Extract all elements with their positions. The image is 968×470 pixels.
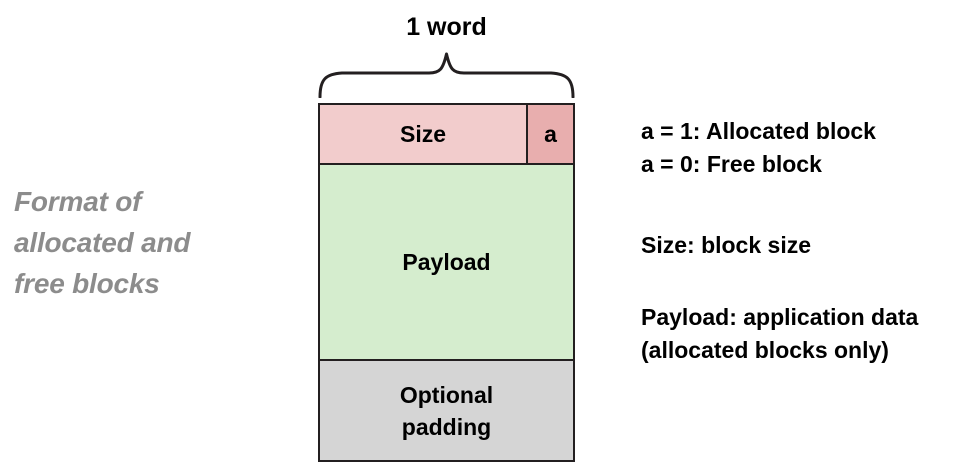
note-payload-line-1: Payload: application data (641, 304, 919, 330)
note-alloc-flag-line-1: a = 1: Allocated block (641, 118, 876, 144)
note-payload: Payload: application data (allocated blo… (641, 301, 918, 367)
block-padding-label-line-2: padding (401, 413, 492, 440)
note-size: Size: block size (641, 229, 811, 262)
block-header-row: Size a (320, 105, 573, 165)
format-caption-line-3: free blocks (14, 268, 160, 299)
format-caption-line-1: Format of (14, 186, 142, 217)
block-padding-field: Optional padding (320, 361, 573, 460)
curly-brace-up-icon (316, 52, 577, 98)
block-size-label: Size (399, 120, 447, 147)
note-size-line-1: Size: block size (641, 232, 812, 258)
word-width-label: 1 word (406, 13, 487, 41)
block-padding-label-line-1: Optional (399, 381, 494, 408)
block-payload-label: Payload (402, 248, 491, 275)
note-alloc-flag-line-2: a = 0: Free block (641, 151, 822, 177)
block-alloc-flag-field: a (528, 105, 573, 163)
block-alloc-flag-label: a (544, 120, 557, 147)
block-payload-field: Payload (320, 165, 573, 361)
format-caption: Format of allocated and free blocks (14, 181, 284, 304)
note-payload-line-2: (allocated blocks only) (641, 337, 889, 363)
block-size-field: Size (320, 105, 528, 163)
format-caption-line-2: allocated and (14, 227, 191, 258)
memory-block-diagram: Size a Payload Optional padding (318, 103, 575, 462)
note-alloc-flag: a = 1: Allocated block a = 0: Free block (641, 115, 876, 181)
